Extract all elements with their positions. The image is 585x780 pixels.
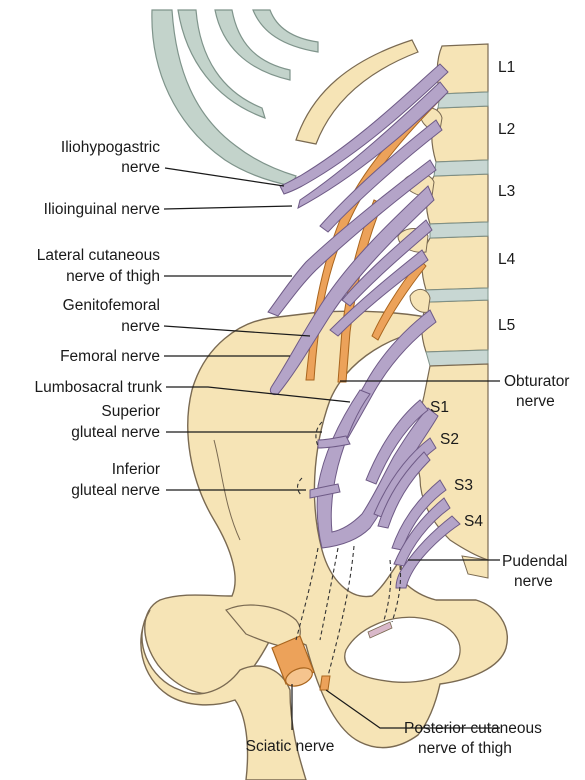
label-lumbosacral: Lumbosacral trunk (34, 379, 162, 396)
labels-vertebrae: L1 L2 L3 L4 L5 (498, 59, 516, 334)
superior-gluteal-nerve (318, 436, 350, 448)
label-l4: L4 (498, 251, 516, 268)
rib-cage (152, 10, 318, 186)
label-genitofemoral-1: Genitofemoral (63, 297, 160, 314)
vertebra-l4 (422, 236, 488, 290)
label-inferior-gluteal-1: Inferior (112, 461, 160, 478)
label-iliohypogastric-1: Iliohypogastric (61, 139, 160, 156)
label-s2: S2 (440, 431, 459, 448)
label-obturator-2: nerve (516, 393, 555, 410)
label-s1: S1 (430, 399, 449, 416)
rib-upper (215, 10, 290, 80)
label-sciatic: Sciatic nerve (246, 738, 335, 755)
label-inferior-gluteal-2: gluteal nerve (71, 482, 160, 499)
label-genitofemoral-2: nerve (121, 318, 160, 335)
label-pudendal-2: nerve (514, 573, 553, 590)
rib-inner (253, 10, 318, 52)
label-l2: L2 (498, 121, 515, 138)
label-obturator-1: Obturator (504, 373, 569, 390)
disc-3 (430, 222, 488, 238)
label-superior-gluteal-1: Superior (101, 403, 160, 420)
label-pudendal-1: Pudendal (502, 553, 568, 570)
label-l5: L5 (498, 317, 515, 334)
label-lateral-cutaneous-2: nerve of thigh (66, 268, 160, 285)
label-l1: L1 (498, 59, 515, 76)
disc-4 (426, 288, 488, 302)
label-posterior-cutaneous-1: Posterior cutaneous (404, 720, 542, 737)
label-l3: L3 (498, 183, 515, 200)
label-iliohypogastric-2: nerve (121, 159, 160, 176)
labels-bottom: Sciatic nerve (246, 738, 335, 755)
label-ilioinguinal: Ilioinguinal nerve (44, 201, 160, 218)
label-s4: S4 (464, 513, 483, 530)
label-s3: S3 (454, 477, 473, 494)
vertebra-l3 (427, 174, 488, 224)
transverse-process-4 (410, 289, 430, 312)
disc-2 (434, 160, 488, 176)
leader-ilioinguinal (164, 206, 292, 209)
label-lateral-cutaneous-1: Lateral cutaneous (37, 247, 160, 264)
label-posterior-cutaneous-2: nerve of thigh (418, 740, 512, 757)
vertebra-l5 (422, 300, 488, 352)
labels-left: Iliohypogastric nerve Ilioinguinal nerve… (34, 139, 162, 499)
posterior-cutaneous-nerve (320, 676, 330, 690)
disc-5 (426, 350, 488, 366)
coccyx (462, 556, 488, 578)
label-femoral: Femoral nerve (60, 348, 160, 365)
label-superior-gluteal-2: gluteal nerve (71, 424, 160, 441)
